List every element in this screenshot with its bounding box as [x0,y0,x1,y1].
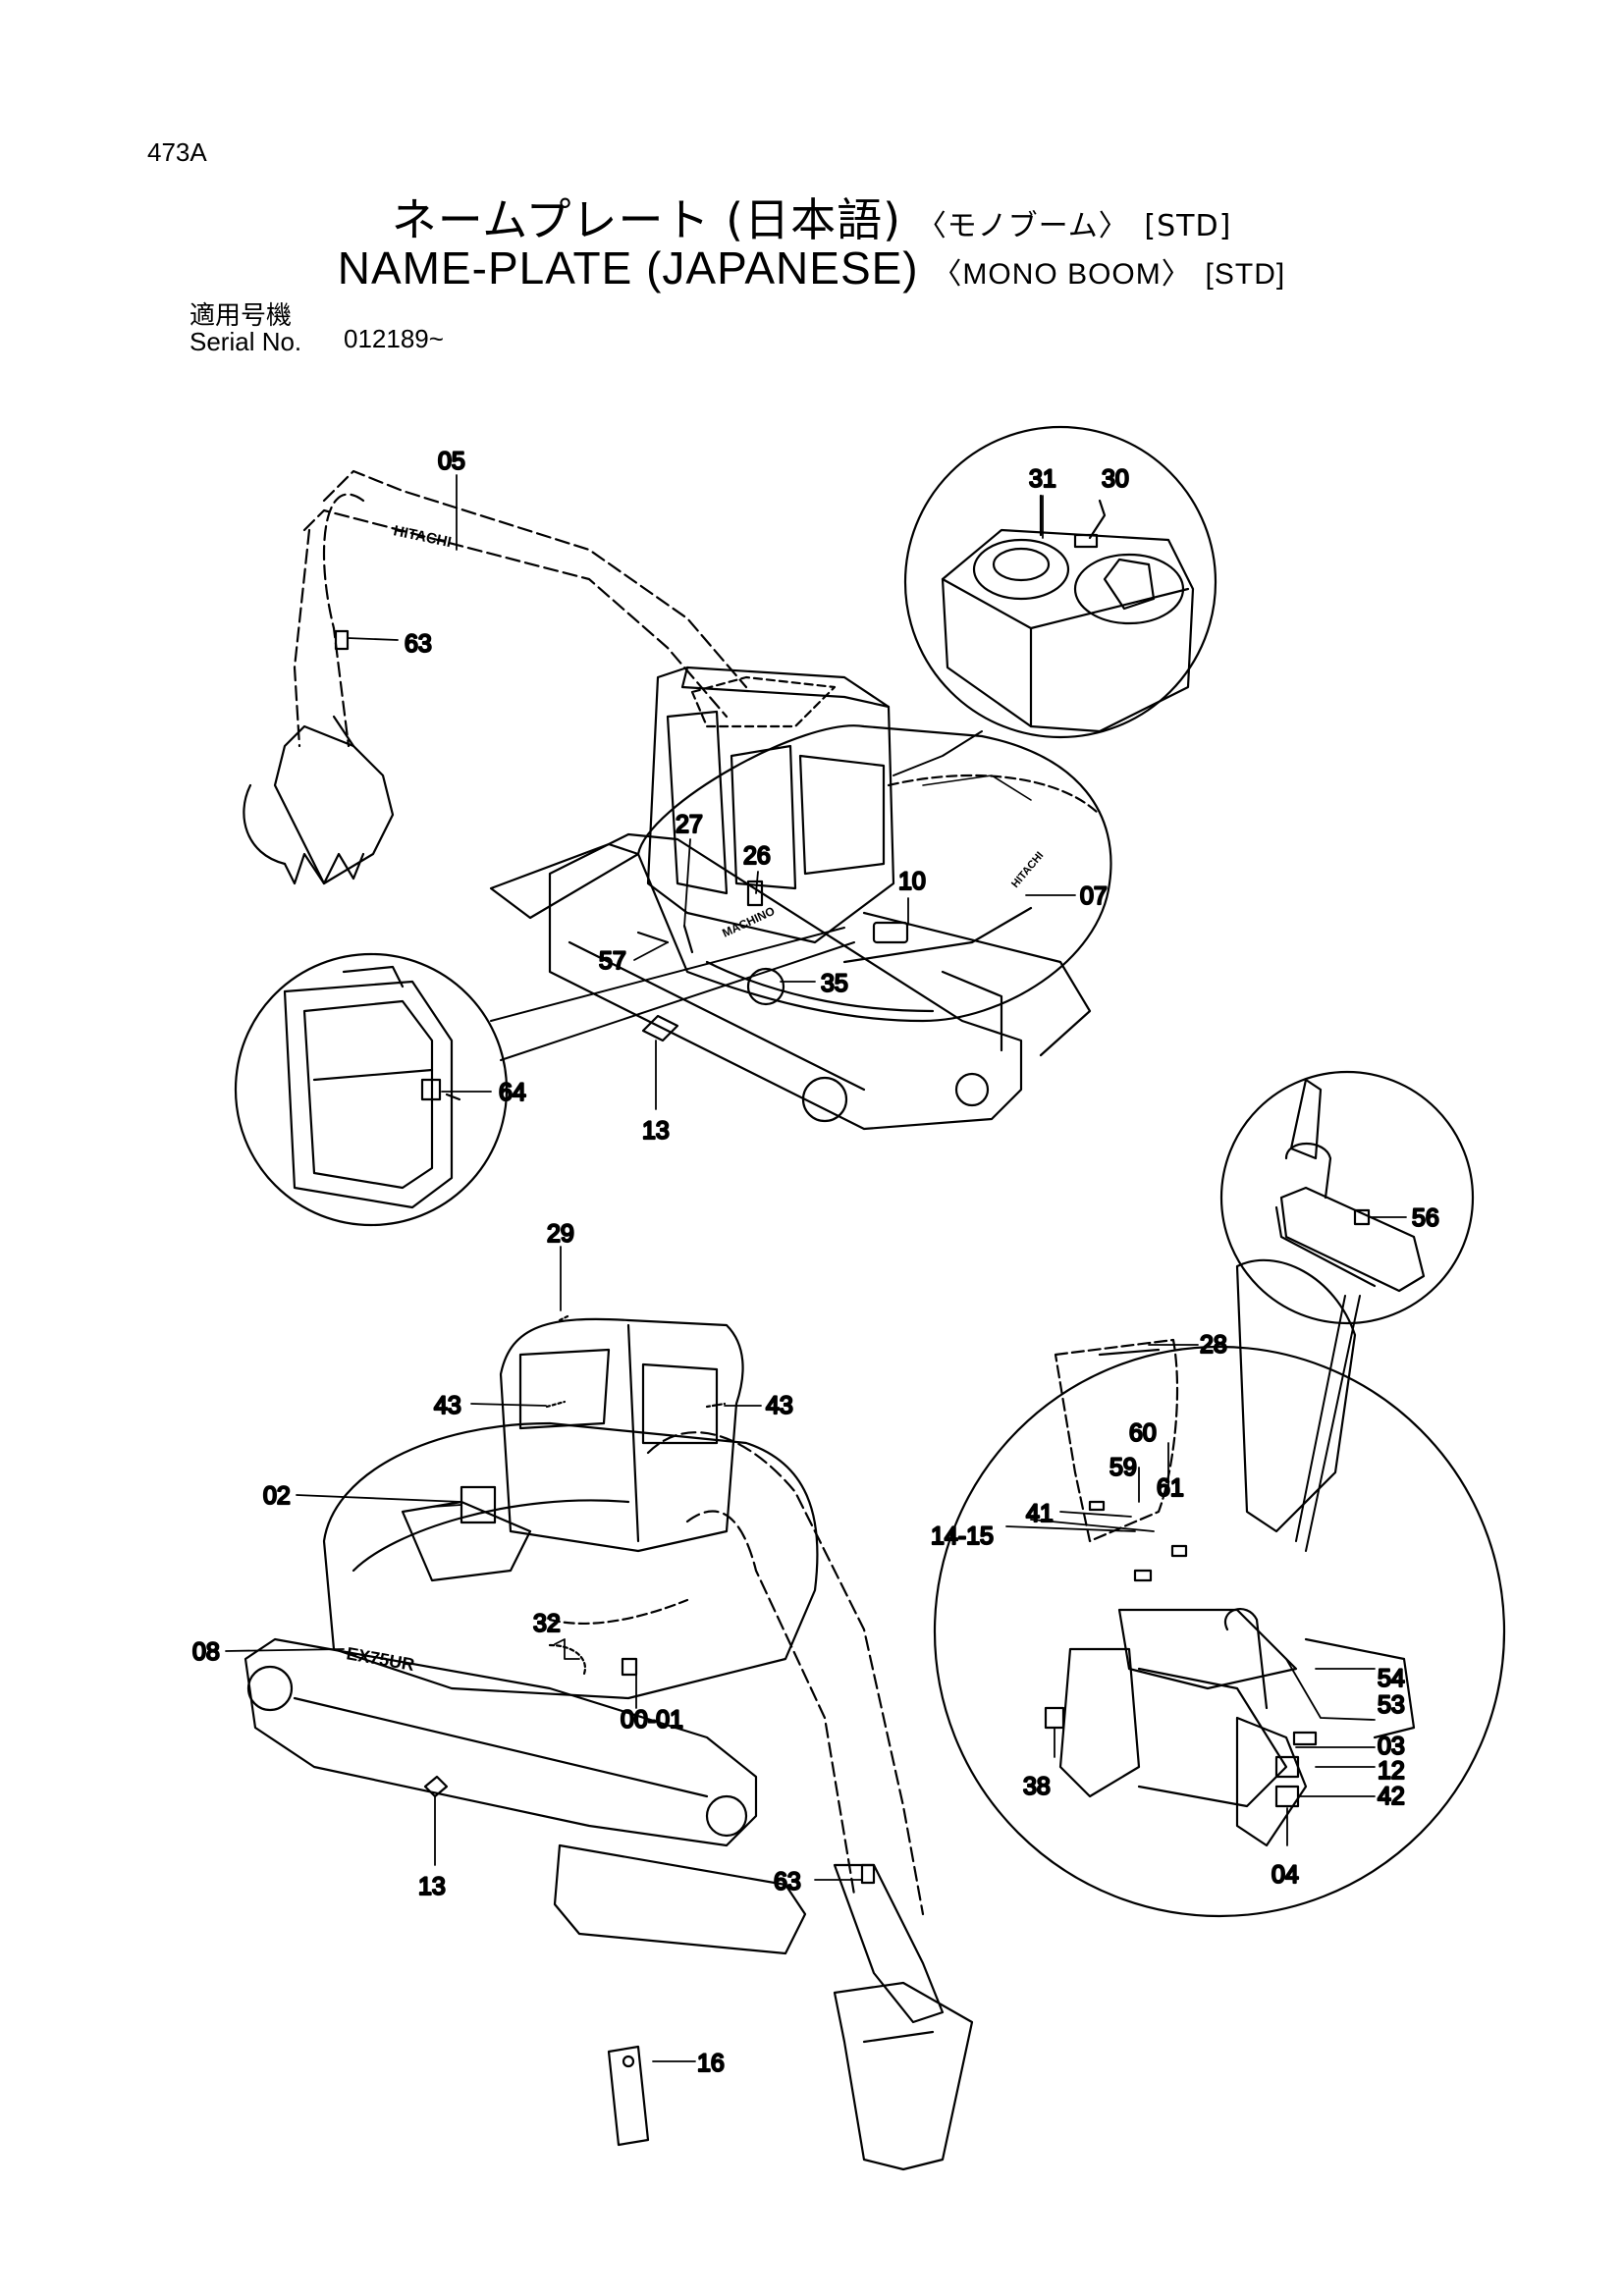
title-japanese: ネームプレート (日本語) 〈モノブーム〉 [STD] [0,185,1623,249]
callout-53: 53 [1378,1691,1405,1719]
callout-31: 31 [1029,465,1056,493]
callout-63-bottom: 63 [774,1868,801,1896]
callout-03: 03 [1378,1733,1405,1760]
serial-label-en: Serial No. [189,327,302,356]
callout-14-15: 14-15 [931,1522,994,1550]
callout-57: 57 [599,947,626,975]
callout-43-right: 43 [766,1392,793,1419]
callout-10: 10 [898,868,926,895]
callout-42: 42 [1378,1783,1405,1810]
callout-12: 12 [1378,1757,1405,1785]
callout-08: 08 [192,1638,220,1666]
callout-59: 59 [1109,1454,1137,1481]
title-ja-main: ネームプレート (日本語) [391,193,902,246]
callout-numbers: 05 63 31 30 27 26 10 07 57 35 64 13 29 5… [191,447,1440,2078]
callout-13-top: 13 [642,1117,670,1145]
callout-35: 35 [821,970,848,997]
counterweight-logo: HITACHI [1009,850,1046,890]
title-en-main: NAME-PLATE (JAPANESE) [337,242,919,294]
serial-label-ja: 適用号機 [189,300,293,330]
callout-43-left: 43 [434,1392,461,1419]
callout-32: 32 [533,1610,561,1637]
callout-60: 60 [1129,1419,1157,1447]
detail-circle-hydraulic-tank [893,425,1217,776]
decal-markers-top [334,629,909,1042]
callout-64: 64 [499,1079,526,1106]
callout-61: 61 [1157,1474,1184,1502]
excavator-top [243,469,1112,1131]
callout-07: 07 [1080,882,1108,910]
boom-logo: HITACHI [392,522,453,551]
title-en-variant: 〈MONO BOOM〉 [932,258,1192,291]
serial-value: 012189~ [344,324,444,353]
callout-00-01: 00-01 [621,1706,683,1734]
callout-28: 28 [1200,1331,1227,1359]
excavator-bottom [243,1317,974,2171]
detail-circle-cab-interior [933,1258,1506,1918]
decal-markers-bottom [423,1313,876,1885]
callout-16: 16 [697,2050,725,2077]
callout-29: 29 [547,1220,574,1248]
leader-lines [225,474,1407,2062]
callout-02: 02 [263,1482,291,1510]
detail-circle-joystick [1219,1070,1475,1552]
title-ja-variant: 〈モノブーム〉 [916,209,1129,243]
callout-54: 54 [1378,1665,1405,1692]
page-code: 473A [147,137,207,167]
tag-16-shape [607,2045,650,2147]
callout-05: 05 [438,448,465,475]
callout-27: 27 [676,811,703,838]
callout-30: 30 [1102,465,1129,493]
title-ja-spec: [STD] [1144,209,1232,243]
callout-38: 38 [1023,1773,1051,1800]
serial-label: 適用号機 Serial No. [189,302,301,355]
callout-63-top: 63 [405,630,432,658]
callout-13-bottom: 13 [418,1873,446,1900]
model-logo: EX75UR [345,1643,415,1675]
callout-56: 56 [1412,1204,1439,1232]
title-en-spec: [STD] [1205,258,1286,291]
callout-41: 41 [1026,1500,1054,1527]
tag-16-hole [622,2055,635,2068]
callout-26: 26 [743,842,771,870]
callout-04: 04 [1271,1861,1299,1889]
title-english: NAME-PLATE (JAPANESE) 〈MONO BOOM〉 [STD] [0,241,1623,294]
detail-circle-radiator [234,927,855,1227]
